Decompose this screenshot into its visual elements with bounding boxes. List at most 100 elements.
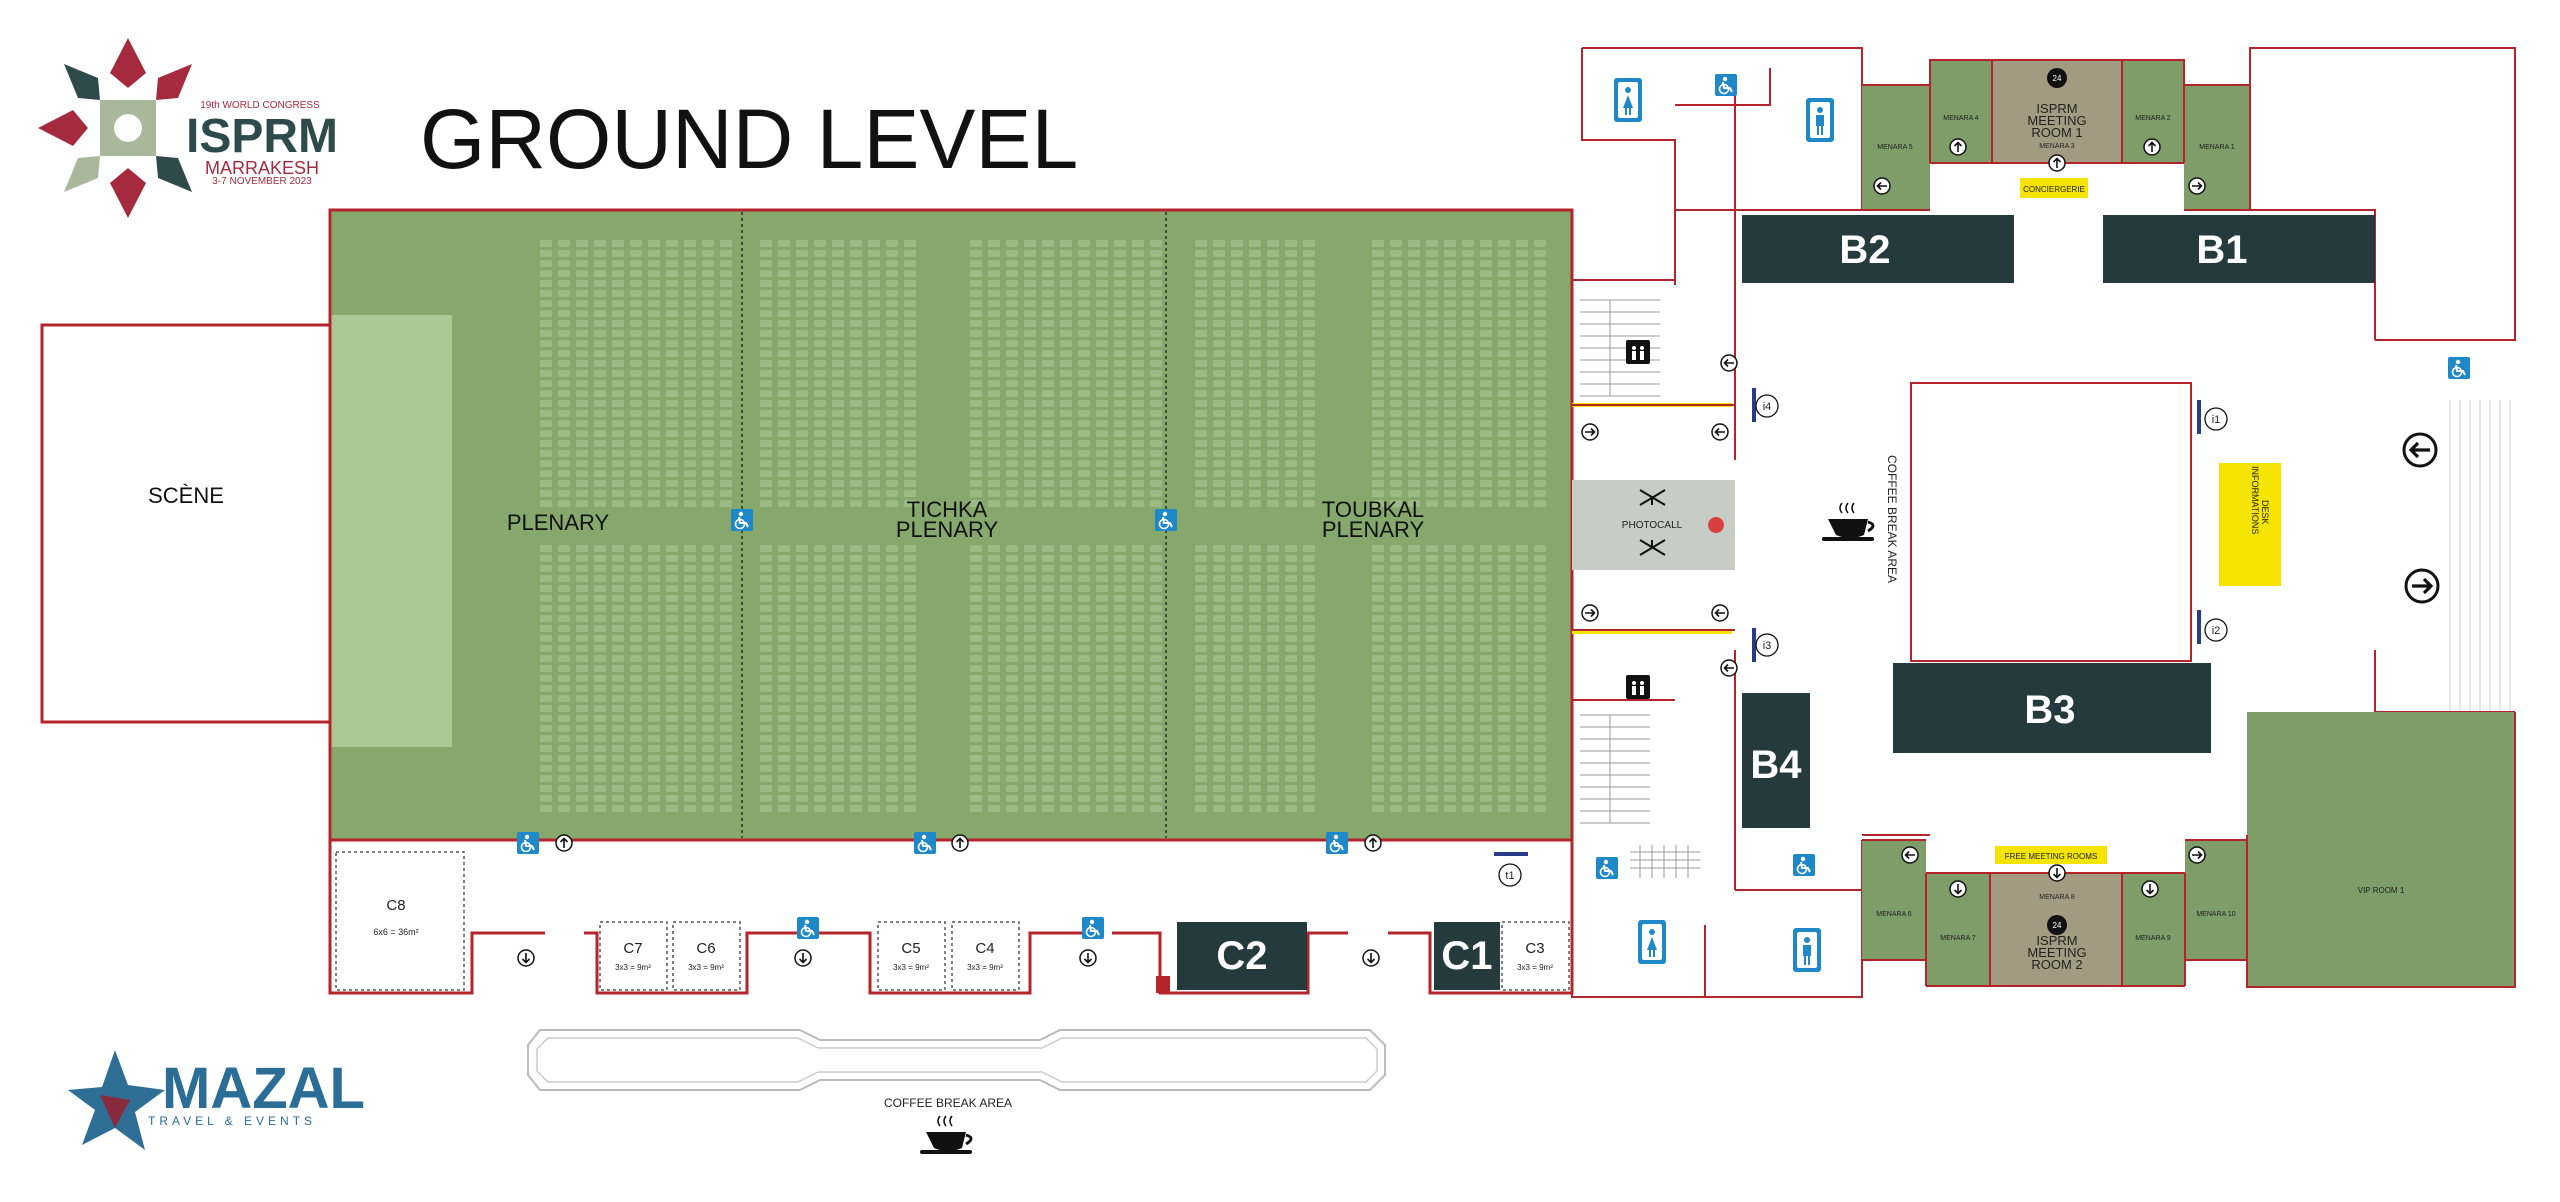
stand-c4[interactable]: [951, 921, 1020, 991]
arrow-down-icon: [794, 949, 812, 967]
stand-c6[interactable]: [672, 921, 741, 991]
booth-b1-label: B1: [2196, 228, 2247, 272]
plenary-hall: [328, 208, 1574, 842]
mazal-name: MAZAL: [162, 1056, 365, 1121]
tichka-label-2: PLENARY: [896, 517, 999, 542]
booth-b4-label: B4: [1750, 743, 1802, 787]
coffee-cup-icon: [1820, 501, 1876, 543]
concierge-desk: [2020, 178, 2088, 198]
booth-c1-label: C1: [1441, 934, 1492, 978]
booth-b2[interactable]: [1742, 215, 2014, 283]
arrow-left-icon: [1711, 423, 1729, 441]
stand-c5-name: C5: [901, 940, 920, 957]
vip-room: [2247, 712, 2515, 987]
stand-c6-size: 3x3 = 9m²: [688, 963, 724, 972]
booth-c1[interactable]: [1434, 922, 1500, 990]
restroom-male-icon: [1806, 98, 1834, 142]
meeting1-line2: MEETING: [2027, 113, 2086, 128]
concierge-label: CONCIERGERIE: [2023, 185, 2085, 194]
wheelchair-icon: [1325, 831, 1349, 855]
toubkal-label-1: TOUBKAL: [1322, 497, 1424, 522]
stand-c8-size: 6x6 = 36m²: [373, 927, 418, 937]
restroom-male-icon: [1793, 928, 1821, 972]
arrow-down-icon: [1362, 949, 1380, 967]
logo-edition: 19th WORLD CONGRESS: [200, 100, 320, 111]
stand-c4-name: C4: [975, 940, 994, 957]
mazal-tagline: TRAVEL & EVENTS: [148, 1114, 316, 1128]
photocall-label: PHOTOCALL: [1622, 520, 1683, 531]
logo-dates: 3-7 NOVEMBER 2023: [212, 176, 312, 187]
info-desk[interactable]: [2219, 463, 2281, 586]
wheelchair-icon: [796, 916, 820, 940]
arrow-down-icon: [1079, 949, 1097, 967]
open-24h-label: 24: [2053, 74, 2062, 83]
page-title: GROUND LEVEL: [420, 92, 1078, 186]
wheelchair-icon: [913, 831, 937, 855]
coffee-break-vertical-label: COFFEE BREAK AREA: [1885, 455, 1899, 583]
restroom-female-icon: [1638, 920, 1666, 964]
menara8-label: MENARA 8: [2039, 894, 2075, 901]
meeting2-line2: MEETING: [2027, 945, 2086, 960]
stage-area: [40, 323, 332, 724]
open-24h-label: 24: [2053, 921, 2062, 930]
wheelchair-icon: [1154, 508, 1178, 532]
menara4-label: MENARA 4: [1943, 115, 1979, 122]
menara3-label: MENARA 3: [2039, 143, 2075, 150]
logo-name: ISPRM: [186, 110, 338, 163]
i4-label: i4: [1763, 401, 1772, 413]
wheelchair-icon: [1081, 916, 1105, 940]
arrow-up-icon: [555, 834, 573, 852]
photocall-area: [1572, 480, 1735, 570]
i2-label: i2: [2212, 625, 2221, 637]
stand-c8-name: C8: [386, 897, 405, 914]
free-meeting-label: FREE MEETING ROOMS: [2005, 852, 2097, 861]
booth-b1[interactable]: [2103, 215, 2375, 283]
booth-b3[interactable]: [1893, 663, 2211, 753]
stand-c8[interactable]: [335, 851, 465, 991]
meeting2-line3: ROOM 2: [2031, 957, 2082, 972]
stand-c3[interactable]: [1501, 921, 1570, 991]
meeting1-line3: ROOM 1: [2031, 125, 2082, 140]
stand-c4-size: 3x3 = 9m²: [967, 963, 1003, 972]
arrow-right-icon: [2188, 177, 2206, 195]
logo-city: MARRAKESH: [205, 158, 319, 178]
wheelchair-icon: [1792, 853, 1816, 877]
i3-label: i3: [1763, 640, 1772, 652]
coffee-cup-icon: [918, 1114, 974, 1156]
arrow-up-icon: [2143, 138, 2161, 156]
booth-b2-label: B2: [1839, 228, 1890, 272]
wheelchair-icon: [2447, 356, 2471, 380]
i1-label: i1: [2212, 414, 2221, 426]
booth-b4[interactable]: [1742, 693, 1810, 828]
arrow-down-icon: [1949, 880, 1967, 898]
meeting1-line1: ISPRM: [2036, 101, 2077, 116]
stand-c3-name: C3: [1525, 940, 1544, 957]
stand-c7[interactable]: [599, 921, 668, 991]
stand-c5-size: 3x3 = 9m²: [893, 963, 929, 972]
coffee-break-outline: [527, 1029, 1386, 1091]
menara-bottom: [1862, 712, 2516, 988]
stand-c6-name: C6: [696, 940, 715, 957]
menara6-label: MENARA 6: [1876, 911, 1912, 918]
info-marker-stubs: [1494, 388, 2201, 856]
stage-label: SCÈNE: [148, 483, 224, 508]
mazal-logo: MAZAL TRAVEL & EVENTS: [68, 1050, 365, 1150]
exit-arrow-icon: [2402, 432, 2438, 468]
exhibit-corridor: [328, 840, 1574, 995]
arrow-left-icon: [1720, 659, 1738, 677]
foyer: [1571, 47, 2516, 998]
isprm-logo: 19th WORLD CONGRESS ISPRM MARRAKESH 3-7 …: [38, 38, 338, 218]
toubkal-label-2: PLENARY: [1322, 517, 1425, 542]
arrow-up-icon: [2048, 154, 2066, 172]
free-meeting-sign: [1995, 846, 2107, 864]
info-desk-label-2: DESK: [2260, 500, 2270, 525]
wheelchair-icon: [730, 508, 754, 532]
menara9-label: MENARA 9: [2135, 935, 2171, 942]
booth-c2[interactable]: [1177, 922, 1307, 990]
t1-label: t1: [1505, 870, 1514, 882]
booth-b3-label: B3: [2024, 688, 2075, 732]
stand-c5[interactable]: [877, 921, 946, 991]
arrow-down-icon: [517, 949, 535, 967]
photocall-icon: [1639, 489, 1724, 556]
central-block: [1910, 382, 2192, 662]
